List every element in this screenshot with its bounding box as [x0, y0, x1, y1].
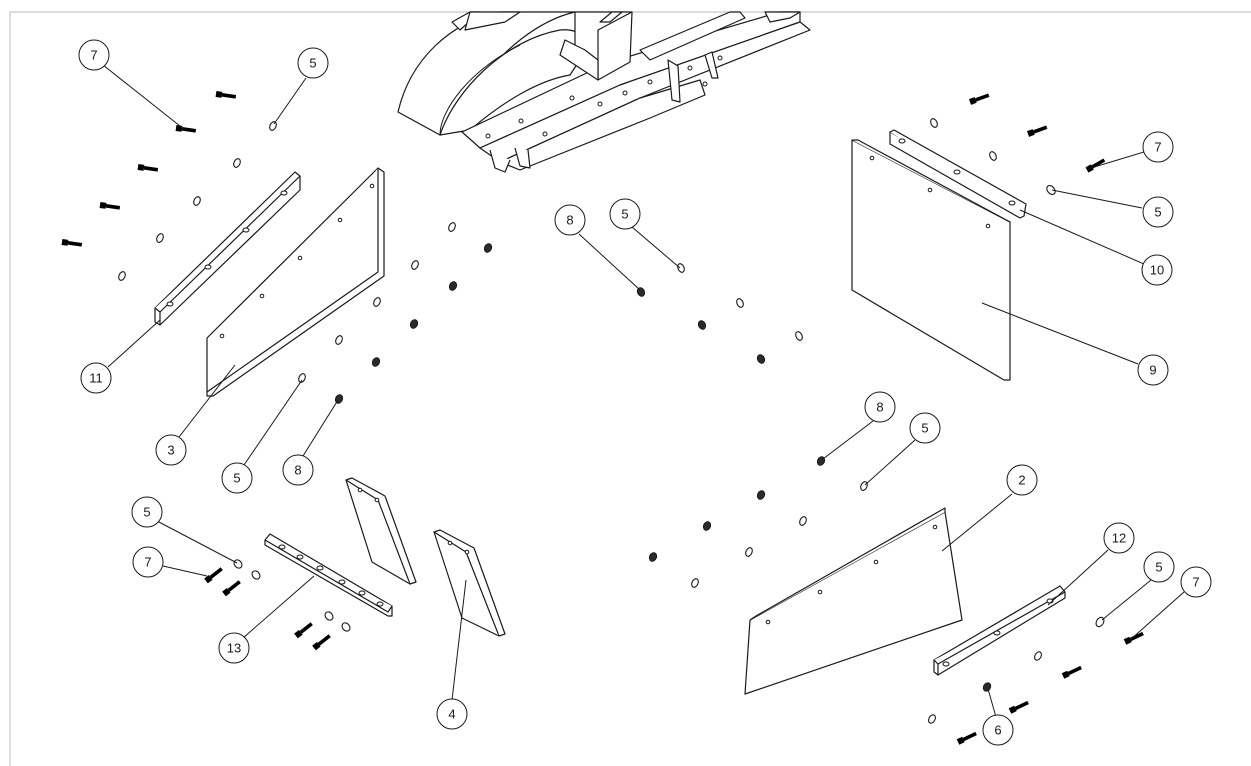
leader-lines [102, 64, 1185, 718]
balloon-5-center: 5 [609, 198, 641, 230]
plate-part-3 [206, 167, 385, 397]
svg-text:13: 13 [227, 641, 241, 656]
svg-text:8: 8 [294, 463, 301, 478]
balloon-6: 6 [982, 714, 1014, 746]
svg-text:5: 5 [143, 505, 150, 520]
balloon-5-mid: 5 [909, 412, 941, 444]
balloon-5-right: 5 [1142, 196, 1174, 228]
svg-text:8: 8 [566, 213, 573, 228]
balloon-7-top: 7 [78, 39, 110, 71]
plate-part-2 [744, 507, 963, 695]
svg-text:4: 4 [448, 707, 455, 722]
svg-text:6: 6 [994, 723, 1001, 738]
svg-text:7: 7 [1192, 575, 1199, 590]
balloon-2: 2 [1006, 464, 1038, 496]
balloon-3: 3 [155, 434, 187, 466]
bar-part-11 [154, 171, 301, 326]
svg-text:12: 12 [1112, 531, 1126, 546]
washers [118, 118, 1105, 724]
balloon-7-right: 7 [1142, 131, 1174, 163]
balloon-5-bl: 5 [131, 496, 163, 528]
svg-text:7: 7 [90, 48, 97, 63]
svg-text:5: 5 [1155, 560, 1162, 575]
svg-text:5: 5 [621, 207, 628, 222]
bar-part-10 [889, 129, 1027, 219]
balloon-11: 11 [80, 362, 112, 394]
balloon-5-br: 5 [1143, 551, 1175, 583]
bar-part-13 [264, 533, 393, 617]
balloon-5-left: 5 [221, 462, 253, 494]
svg-text:5: 5 [309, 56, 316, 71]
plate-part-4-a [345, 477, 417, 585]
balloon-8-mid: 8 [864, 391, 896, 423]
svg-text:7: 7 [1154, 140, 1161, 155]
balloon-4: 4 [436, 698, 468, 730]
svg-text:5: 5 [1154, 205, 1161, 220]
balloon-8-left: 8 [282, 454, 314, 486]
svg-text:7: 7 [144, 555, 151, 570]
svg-text:11: 11 [89, 371, 103, 386]
plate-part-9 [851, 139, 1011, 381]
balloon-8-center: 8 [554, 204, 586, 236]
bar-part-12 [933, 585, 1066, 676]
svg-text:10: 10 [1150, 263, 1164, 278]
balloon-10: 10 [1141, 254, 1173, 286]
plate-part-4-b [433, 529, 506, 637]
balloon-5-top: 5 [297, 47, 329, 79]
balloon-7-br: 7 [1180, 566, 1212, 598]
svg-text:2: 2 [1018, 473, 1025, 488]
balloon-9: 9 [1137, 354, 1169, 386]
balloon-13: 13 [218, 632, 250, 664]
nuts [334, 243, 992, 692]
svg-text:3: 3 [167, 443, 174, 458]
balloon-7-bl: 7 [132, 546, 164, 578]
chassis-frame [397, 11, 811, 173]
svg-text:8: 8 [876, 400, 883, 415]
svg-text:9: 9 [1149, 363, 1156, 378]
svg-text:5: 5 [233, 471, 240, 486]
balloon-12: 12 [1103, 522, 1135, 554]
drawing-frame [9, 11, 1251, 766]
svg-text:5: 5 [921, 421, 928, 436]
